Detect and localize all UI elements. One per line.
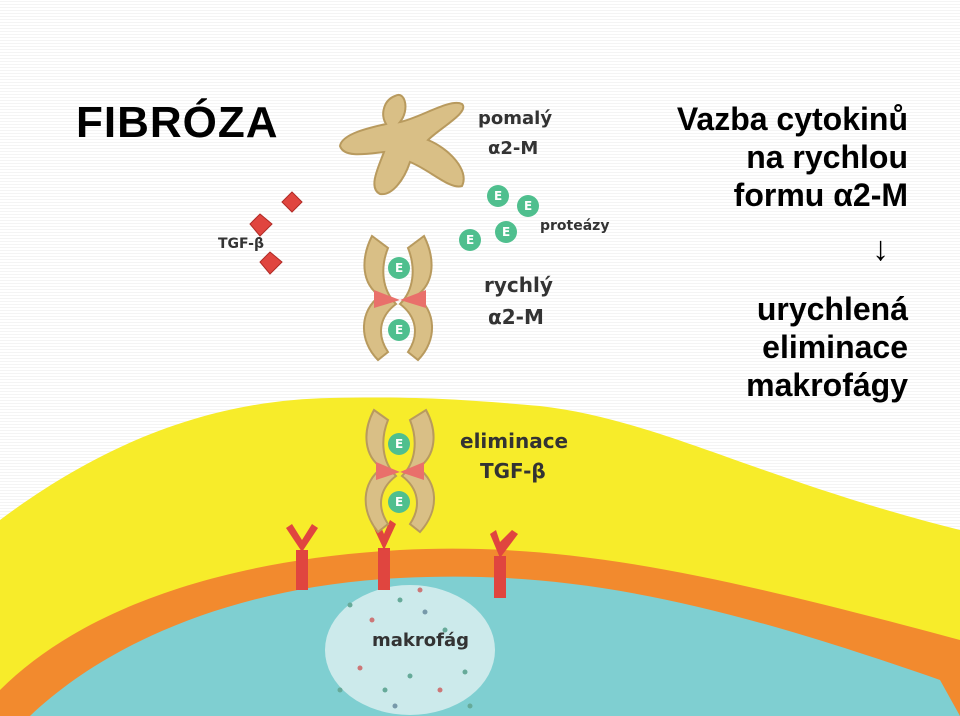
particles bbox=[337, 587, 473, 709]
page-title: FIBRÓZA bbox=[76, 98, 279, 147]
elimination-label-1: eliminace bbox=[460, 429, 568, 453]
protease-letter: E bbox=[466, 233, 474, 247]
protease-letter: E bbox=[395, 495, 403, 509]
text-line: eliminace bbox=[762, 329, 908, 365]
elimination-text: urychlená eliminace makrofágy bbox=[548, 290, 908, 404]
text-line: formu α2-M bbox=[733, 177, 908, 213]
protease-letter: E bbox=[395, 437, 403, 451]
proteases-label: proteázy bbox=[540, 218, 609, 234]
receptor-right bbox=[490, 530, 518, 598]
text-line: makrofágy bbox=[746, 367, 908, 403]
slow-alpha2m-molecule bbox=[338, 93, 465, 196]
protease-letter: E bbox=[524, 199, 532, 213]
protease-letter: E bbox=[395, 323, 403, 337]
macrophage-label: makrofág bbox=[372, 630, 469, 651]
proteases bbox=[459, 185, 539, 251]
tgf-beta-molecules bbox=[249, 191, 303, 275]
protease-letter: E bbox=[395, 261, 403, 275]
fast-alpha2m-molecule bbox=[363, 234, 433, 362]
protease-letter: E bbox=[502, 225, 510, 239]
slow-label-1: pomalý bbox=[478, 108, 552, 129]
fast-label-1: rychlý bbox=[484, 273, 553, 297]
text-line: na rychlou bbox=[746, 139, 908, 175]
protease-letter: E bbox=[494, 189, 502, 203]
text-line: urychlená bbox=[756, 291, 908, 327]
binding-text: Vazba cytokinů na rychlou formu α2-M bbox=[548, 100, 908, 214]
fast-label-2: α2-M bbox=[488, 305, 544, 329]
elimination-label-2: TGF-β bbox=[480, 459, 546, 483]
particle-cloud bbox=[325, 585, 495, 715]
slow-label-2: α2-M bbox=[488, 138, 538, 159]
text-line: Vazba cytokinů bbox=[676, 101, 908, 137]
tgf-beta-label: TGF-β bbox=[218, 236, 264, 252]
receptor-left bbox=[286, 524, 318, 590]
down-arrow-icon: ↓ bbox=[872, 230, 889, 268]
bound-alpha2m-molecule bbox=[364, 408, 435, 534]
